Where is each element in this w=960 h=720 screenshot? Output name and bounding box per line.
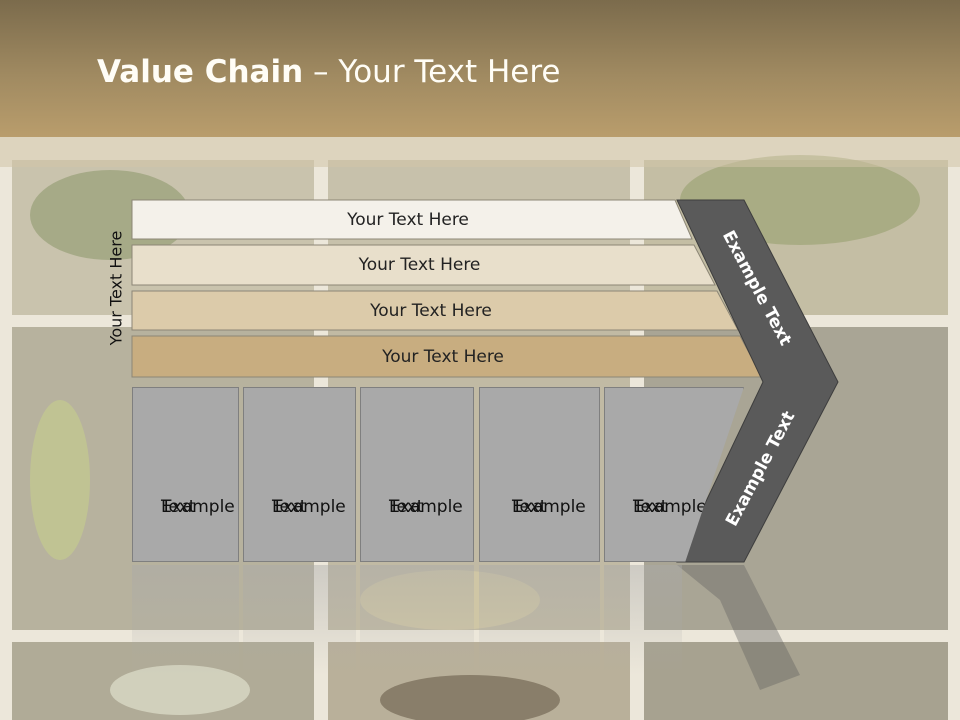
box-2-reflection bbox=[243, 565, 356, 675]
box-5-reflection bbox=[604, 565, 682, 675]
slide-title: Value Chain – Your Text Here bbox=[97, 54, 560, 90]
chevron-shape bbox=[676, 199, 839, 563]
slide-title-rest: – Your Text Here bbox=[303, 54, 561, 90]
box-4-line2: Text bbox=[512, 497, 547, 517]
row-4-label: Your Text Here bbox=[132, 336, 762, 377]
slide-title-bold: Value Chain bbox=[97, 54, 304, 90]
box-2-line2: Text bbox=[272, 497, 307, 517]
box-4-reflection bbox=[479, 565, 600, 675]
title-bar bbox=[0, 0, 960, 137]
vertical-label-text: Your Text Here bbox=[106, 230, 126, 345]
row-4-text: Your Text Here bbox=[382, 346, 504, 367]
vertical-label: Your Text Here bbox=[104, 220, 128, 355]
row-2-text: Your Text Here bbox=[358, 255, 481, 275]
row-3-text: Your Text Here bbox=[370, 300, 492, 321]
box-5-line2: Text bbox=[633, 497, 668, 517]
box-5-line1: Example bbox=[633, 497, 707, 517]
row-1-shape bbox=[131, 199, 693, 240]
box-2-line1: Example bbox=[272, 497, 346, 517]
box-3-line1: Example bbox=[389, 497, 463, 517]
box-1-reflection bbox=[132, 565, 239, 675]
title-shadow-band bbox=[0, 137, 960, 167]
box-3-line2: Text bbox=[389, 497, 424, 517]
chevron-reflection bbox=[677, 565, 800, 690]
row-3-label: Your Text Here bbox=[132, 291, 738, 330]
box-1-line1: Example bbox=[161, 497, 235, 517]
row-1-label: Your Text Here bbox=[132, 200, 692, 239]
box-4-line1: Example bbox=[512, 497, 586, 517]
row-2-label: Your Text Here bbox=[132, 245, 715, 285]
row-2-shape bbox=[131, 244, 716, 286]
box-3-reflection bbox=[360, 565, 474, 675]
row-1-text: Your Text Here bbox=[347, 209, 469, 230]
box-1-line2: Text bbox=[161, 497, 196, 517]
